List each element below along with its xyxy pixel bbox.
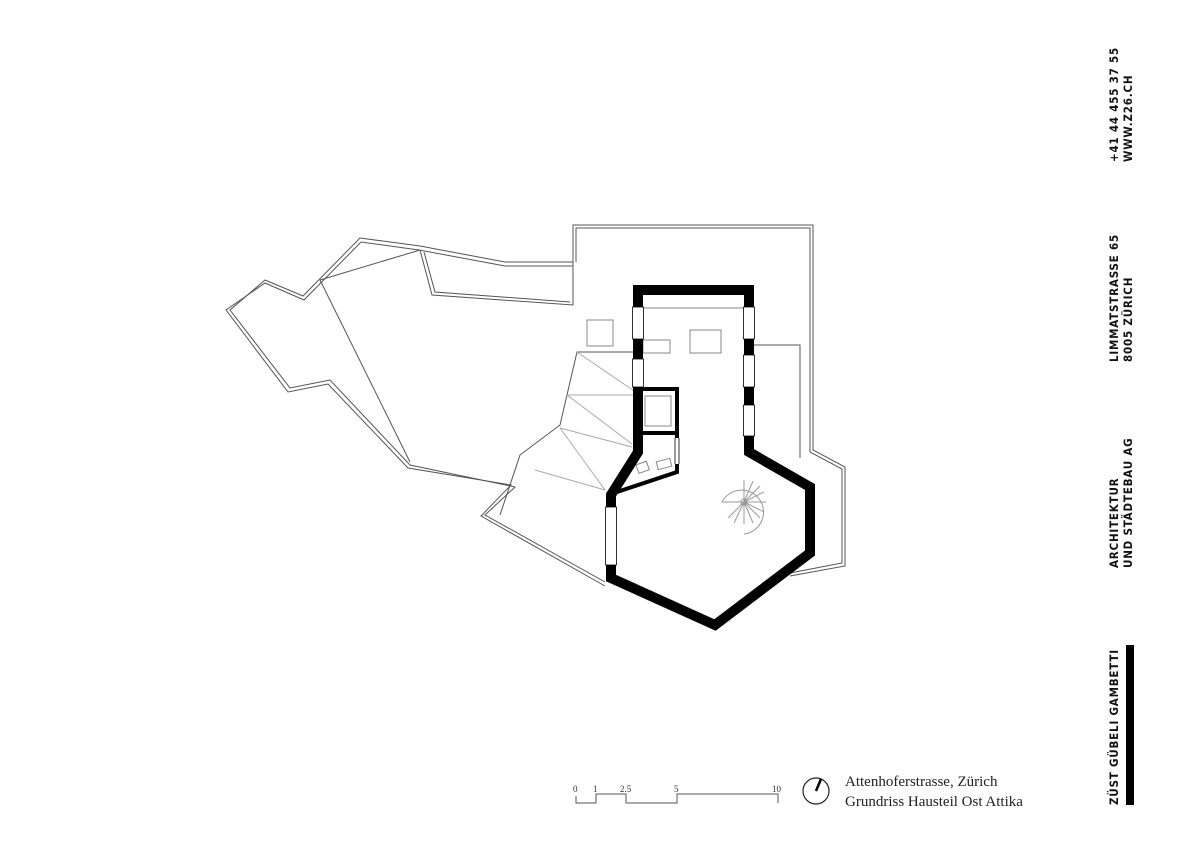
- website: WWW.Z26.CH: [1121, 74, 1135, 162]
- scale-label: 10: [772, 784, 781, 794]
- city: 8005 ZÜRICH: [1121, 276, 1135, 362]
- scale-label: 0: [573, 784, 578, 794]
- drawing-title: Grundriss Hausteil Ost Attika: [845, 794, 1023, 810]
- street: LIMMATSTRASSE 65: [1107, 234, 1121, 362]
- address-block: LIMMATSTRASSE 65 8005 ZÜRICH: [1107, 234, 1135, 362]
- firm-name: ZÜST GÜBELI GAMBETTI: [1107, 649, 1121, 805]
- terrace-outline: [225, 224, 846, 587]
- fixtures: [586, 307, 744, 475]
- exterior-walls: [606, 285, 815, 631]
- phone-number: +41 44 455 37 55: [1107, 46, 1121, 162]
- windows: [605, 306, 755, 566]
- firm-type-line1: ARCHITEKTUR: [1107, 477, 1121, 568]
- scale-label: 5: [674, 784, 679, 794]
- drawing-caption: Attenhoferstrasse, Zürich Grundriss Haus…: [845, 772, 1023, 812]
- contact-block: +41 44 455 37 55 WWW.Z26.CH: [1107, 47, 1135, 162]
- scale-label: 1: [593, 784, 598, 794]
- spiral-stair: [721, 480, 766, 535]
- scale-label: 2.5: [620, 784, 632, 794]
- exterior-stair: [534, 351, 638, 491]
- project-location: Attenhoferstrasse, Zürich: [845, 774, 998, 790]
- north-arrow-icon: [802, 777, 830, 805]
- firm-type-line2: UND STÄDTEBAU AG: [1121, 437, 1135, 568]
- logo-bar: [1126, 645, 1134, 805]
- scale-bar: [575, 793, 779, 804]
- firm-type-block: ARCHITEKTUR UND STÄDTEBAU AG: [1107, 438, 1135, 568]
